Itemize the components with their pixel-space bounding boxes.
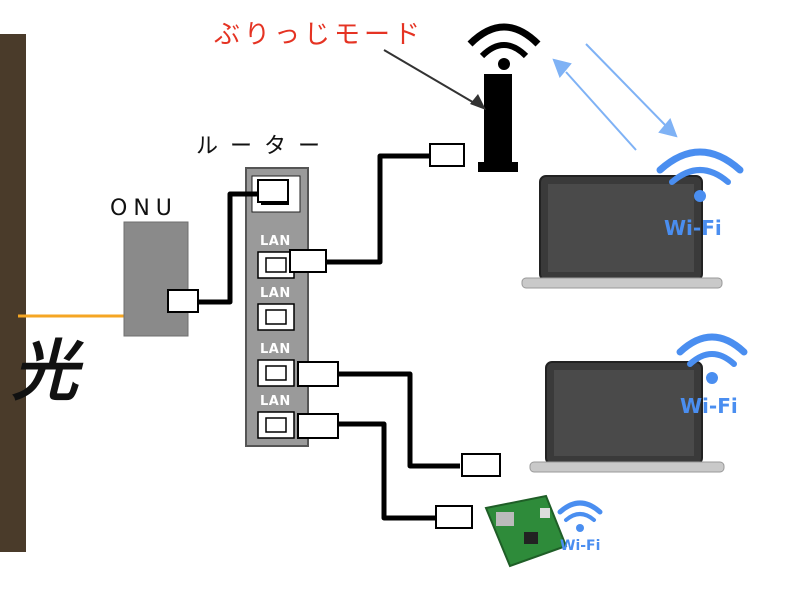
lan-port-1 xyxy=(257,251,295,279)
cable-onu-router xyxy=(196,191,262,305)
cable-router-ap xyxy=(300,153,430,265)
laptop-top xyxy=(521,148,744,289)
cable-router-laptop xyxy=(300,371,460,469)
ap-signal-icon xyxy=(467,23,541,47)
router-label: ルーター xyxy=(196,134,333,159)
lan-port-label: LAN xyxy=(260,286,291,301)
lan-port-4 xyxy=(257,411,295,439)
bridge-mode-label: ぶりっじモード xyxy=(214,20,425,50)
wifi-icon xyxy=(676,333,748,384)
wifi-label: Wi-Fi xyxy=(560,538,601,554)
lan-port-label: LAN xyxy=(260,394,291,409)
cable-router-raspberry xyxy=(300,421,440,521)
wall xyxy=(0,34,26,552)
raspberry-pi-device xyxy=(484,494,603,568)
lan-port-label: LAN xyxy=(260,342,291,357)
laptop-bottom xyxy=(529,333,748,473)
wifi-icon xyxy=(557,500,603,532)
wifi-link-arrows xyxy=(552,43,678,151)
wifi-label: Wi-Fi xyxy=(664,216,722,240)
onu-device xyxy=(123,221,189,337)
ethernet-cables xyxy=(196,153,460,521)
annotation-arrow xyxy=(383,49,477,105)
lan-port-label: LAN xyxy=(260,234,291,249)
access-point-device xyxy=(467,23,541,172)
onu-label: ONU xyxy=(110,196,178,221)
rj45-plugs xyxy=(167,143,501,529)
wifi-icon xyxy=(656,148,744,202)
lan-port-3 xyxy=(257,359,295,387)
lan-port-2 xyxy=(257,303,295,331)
light-label: 光 xyxy=(12,332,78,410)
wifi-label: Wi-Fi xyxy=(680,394,738,418)
